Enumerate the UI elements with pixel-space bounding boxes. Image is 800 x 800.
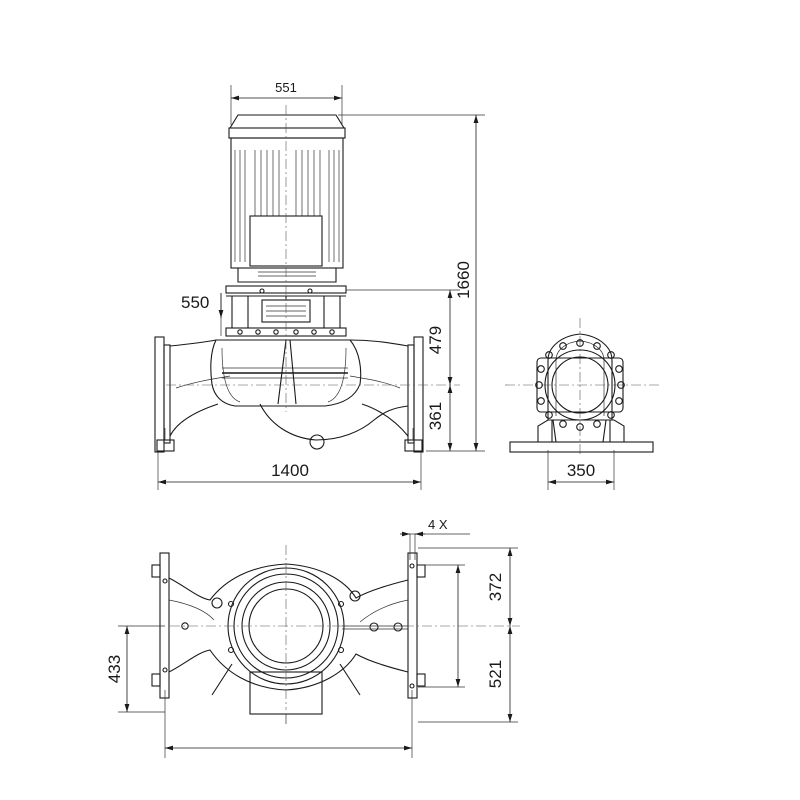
top-view: 4 X 372 521 433 xyxy=(105,517,520,758)
dimension-1660: 1660 xyxy=(338,114,485,452)
dimension-550: 550 xyxy=(181,293,224,336)
dim-label-551: 551 xyxy=(275,80,297,95)
dim-label-521: 521 xyxy=(486,660,505,688)
dim-label-hole-count: 4 X xyxy=(428,517,448,532)
dimension-479: 479 xyxy=(346,289,460,385)
dimension-1400: 1400 xyxy=(157,452,422,490)
dimension-372-521: 372 521 xyxy=(418,547,518,723)
dimension-433: 433 xyxy=(105,625,165,713)
dim-label-361: 361 xyxy=(426,402,445,430)
pump-casing xyxy=(154,336,424,453)
dim-label-550: 550 xyxy=(181,293,209,312)
dim-label-350: 350 xyxy=(567,461,595,480)
flange-bolt-holes xyxy=(535,339,625,431)
dim-label-372: 372 xyxy=(486,573,505,601)
dimension-top-length xyxy=(164,690,413,758)
front-view: 551 1660 550 479 361 xyxy=(154,80,485,490)
motor xyxy=(228,114,346,283)
dimension-361: 361 xyxy=(426,385,453,451)
dimension-551: 551 xyxy=(230,80,343,125)
cooling-fins xyxy=(234,150,340,262)
dim-label-479: 479 xyxy=(426,326,445,354)
side-view: 350 xyxy=(505,318,660,490)
dim-label-1660: 1660 xyxy=(454,261,473,299)
dim-label-433: 433 xyxy=(105,655,124,683)
dimension-hole-count: 4 X xyxy=(400,517,470,560)
dim-label-1400: 1400 xyxy=(271,461,309,480)
dimension-350: 350 xyxy=(547,450,615,490)
